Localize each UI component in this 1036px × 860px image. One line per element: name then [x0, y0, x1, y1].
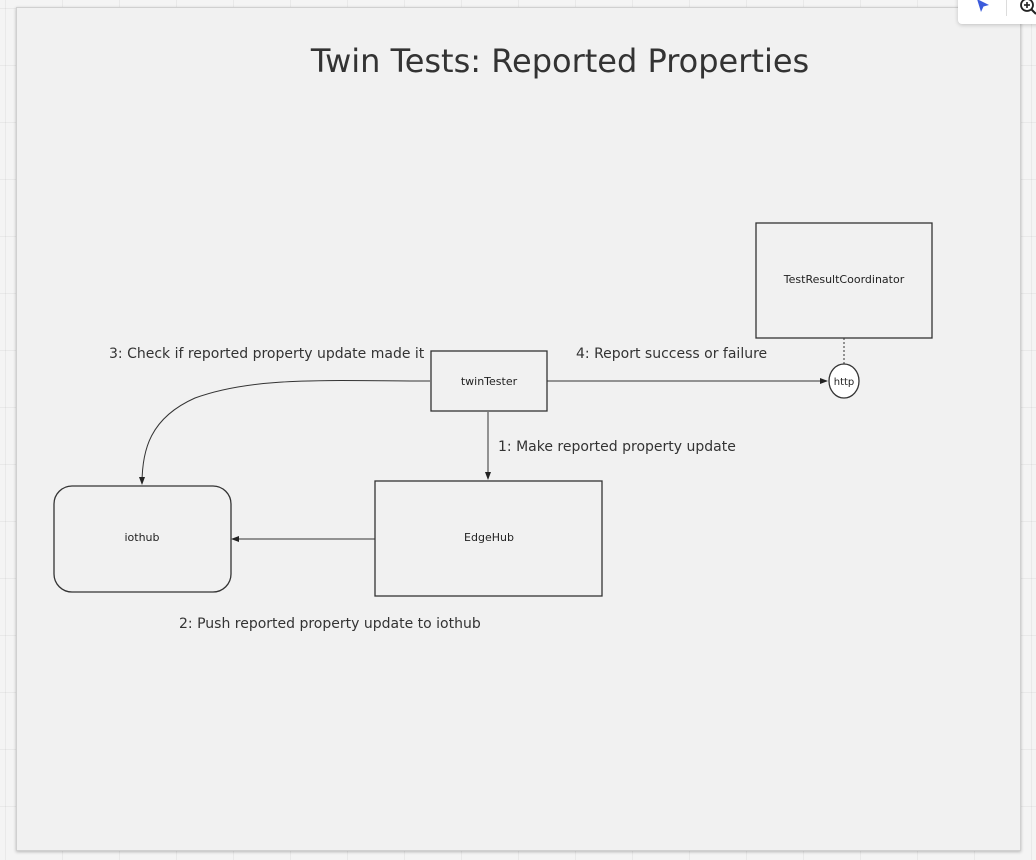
node-test-result-coordinator[interactable]: TestResultCoordinator — [755, 222, 933, 339]
edge-label-step2: 2: Push reported property update to ioth… — [179, 616, 481, 632]
node-label-edgehub: EdgeHub — [464, 531, 514, 544]
node-label-http: http — [834, 377, 855, 388]
node-twin-tester[interactable]: twinTester — [430, 350, 548, 412]
edge-label-step3: 3: Check if reported property update mad… — [109, 346, 425, 362]
diagram-frame[interactable] — [16, 7, 1021, 851]
node-iothub[interactable]: iothub — [53, 485, 232, 593]
node-label-twin-tester: twinTester — [461, 375, 518, 388]
toolbar-divider — [1006, 0, 1007, 16]
edge-label-step4: 4: Report success or failure — [576, 346, 767, 362]
select-cursor-icon[interactable] — [968, 0, 998, 18]
node-edgehub[interactable]: EdgeHub — [374, 480, 603, 597]
diagram-title: Twin Tests: Reported Properties — [310, 42, 810, 80]
node-http[interactable]: http — [828, 363, 860, 399]
edge-label-step1: 1: Make reported property update — [498, 439, 736, 455]
node-label-iothub: iothub — [124, 531, 159, 544]
arrow-step3-check[interactable] — [139, 380, 431, 485]
board-toolbar — [958, 0, 1036, 24]
node-label-test-result-coordinator: TestResultCoordinator — [783, 273, 905, 286]
zoom-in-icon[interactable] — [1013, 0, 1036, 18]
